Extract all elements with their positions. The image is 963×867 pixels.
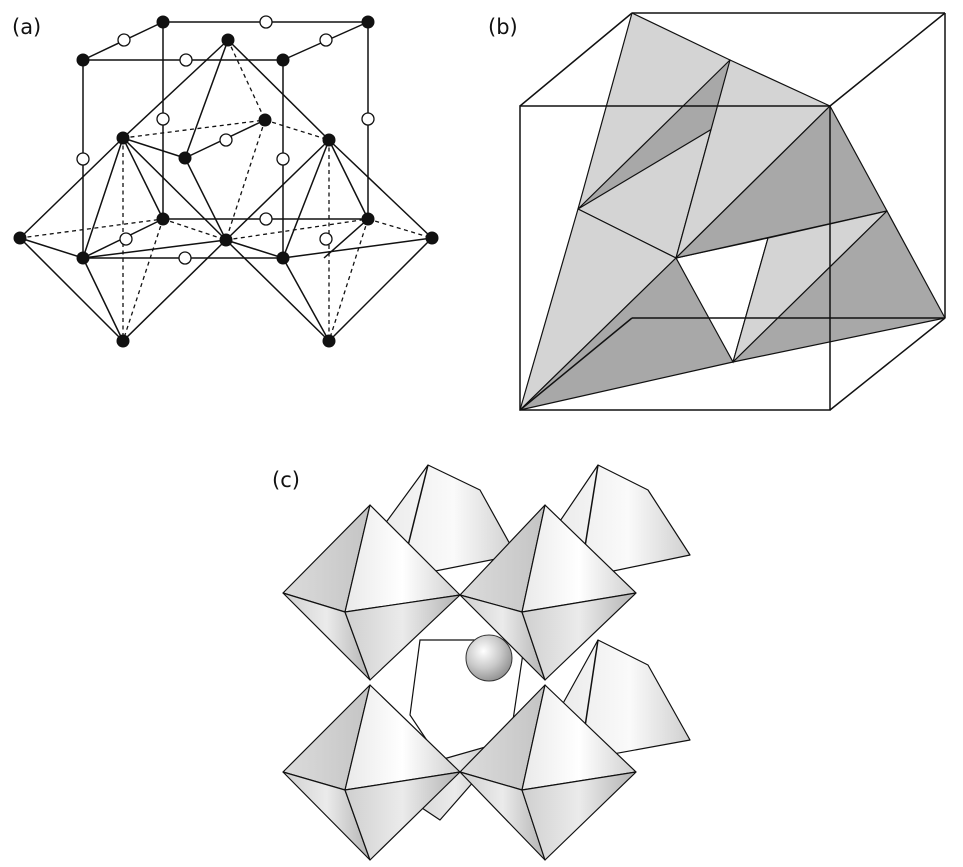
panel-b-label: (b) <box>488 15 518 39</box>
black-atoms-a <box>13 15 439 348</box>
sphere-cation <box>465 634 513 682</box>
white-atoms-a <box>76 15 375 265</box>
panel-a-label: (a) <box>12 15 41 39</box>
panel-b: (b) <box>488 12 946 411</box>
front-octahedra-c <box>282 504 637 861</box>
hidden-edges-a <box>19 39 433 342</box>
panel-c-label: (c) <box>272 468 300 492</box>
octahedron-edges-a <box>19 39 433 342</box>
cube-front-edges-b <box>519 12 946 411</box>
panel-a: (a) <box>12 15 439 348</box>
panel-c: (c) <box>272 464 691 861</box>
tetrahedra-b <box>519 12 946 411</box>
